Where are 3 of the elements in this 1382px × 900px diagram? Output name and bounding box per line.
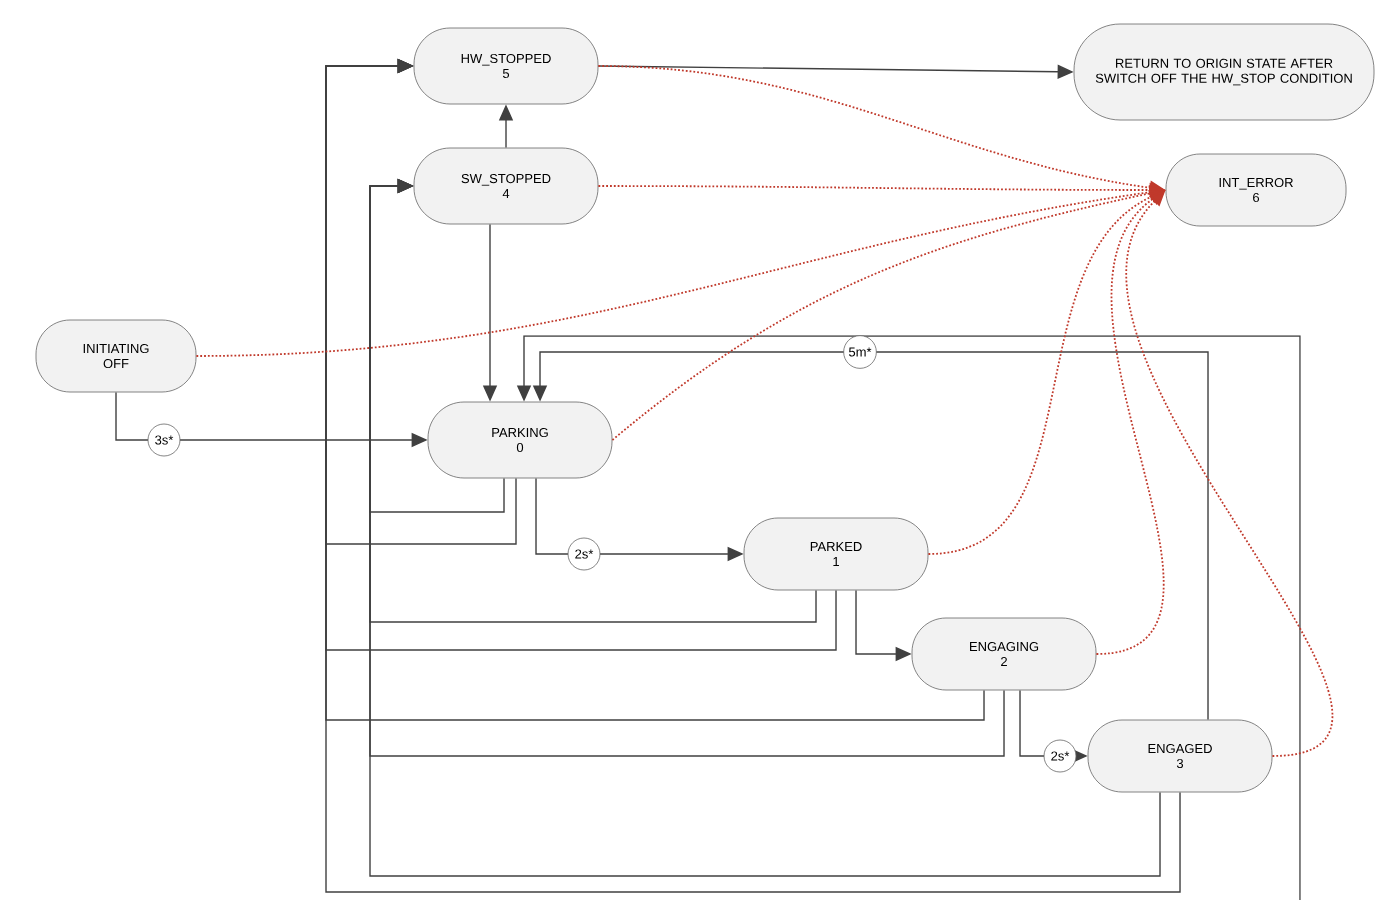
arrow — [325, 58, 1181, 893]
arrow — [369, 178, 1161, 877]
arrow — [1126, 190, 1333, 757]
